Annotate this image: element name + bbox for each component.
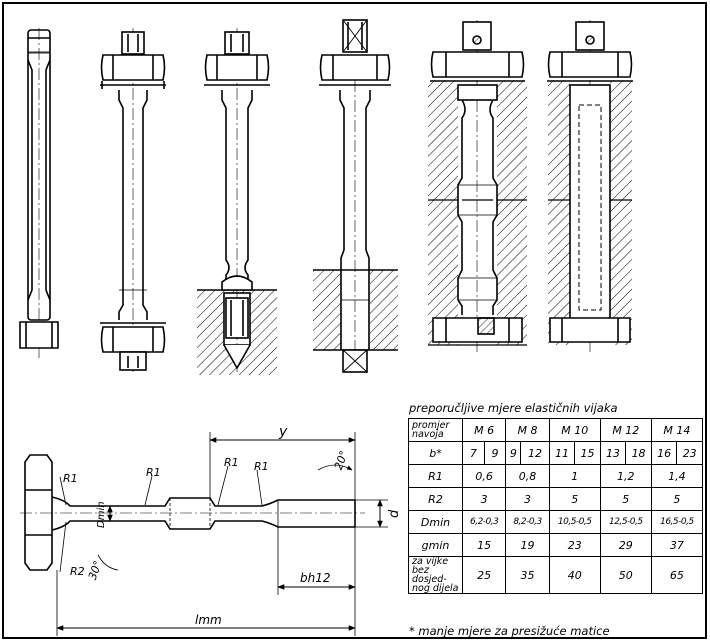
size-m10: M 10	[548, 418, 601, 442]
cell: 10,5-0,5	[548, 510, 601, 534]
row-header-r1: R1	[408, 464, 463, 488]
cell: 65	[650, 556, 704, 594]
cell: 5	[650, 487, 704, 511]
label-d: d	[387, 509, 402, 518]
cell: 7	[462, 441, 485, 465]
table-row: b* 7 9 9 12 11 15 13 18 16 23	[408, 441, 703, 465]
cell: 40	[548, 556, 601, 594]
label-r1-left: R1	[146, 466, 161, 479]
bolt-through-plate	[313, 19, 398, 373]
cell: 19	[505, 533, 550, 557]
table-row: R2 3 3 5 5 5	[408, 487, 704, 511]
cell: 23	[548, 533, 601, 557]
cell: 1,2	[599, 464, 652, 488]
size-m6: M 6	[461, 418, 507, 442]
cell: 37	[650, 533, 704, 557]
cell: 11	[548, 441, 576, 465]
cell: 6,2-0,3	[461, 510, 507, 534]
label-dmin: Dmin	[96, 501, 107, 528]
cell: 5	[599, 487, 652, 511]
table-title: preporučljive mjere elastičnih vijaka	[409, 401, 618, 415]
cell: 25	[461, 556, 507, 594]
cell: 12	[520, 441, 550, 465]
bolt-detail-drawing	[20, 432, 388, 636]
table-row: promjer navoja M 6 M 8 M 10 M 12 M 14	[408, 418, 704, 442]
row-header-gmin: gmin	[408, 533, 463, 557]
row-header-b: b*	[408, 441, 463, 465]
cell: 50	[599, 556, 652, 594]
size-m8: M 8	[505, 418, 550, 442]
dim-label-angle-top: 20°	[332, 449, 351, 472]
table-footnote: * manje mjere za presižuće matice	[409, 624, 610, 638]
row-header-thread: promjer navoja	[408, 418, 463, 442]
label-l: lmm	[195, 613, 222, 627]
label-r1-head: R1	[63, 472, 78, 485]
label-r1-right: R1	[254, 460, 269, 473]
table-row: gmin 15 19 23 29 37	[408, 533, 704, 557]
cell: 15	[461, 533, 507, 557]
cell: 0,6	[461, 464, 507, 488]
dimensions-table: promjer navoja M 6 M 8 M 10 M 12 M 14 b*…	[408, 418, 704, 594]
cell: 3	[461, 487, 507, 511]
cell: 13	[599, 441, 627, 465]
bolt-double-nut	[100, 28, 166, 372]
size-m14: M 14	[650, 418, 704, 442]
bolt-plain	[19, 28, 59, 358]
dim-label-y: y	[278, 424, 288, 440]
cell: 1	[548, 464, 601, 488]
cell: 29	[599, 533, 652, 557]
cell: 1,4	[650, 464, 704, 488]
label-r2: R2	[70, 565, 85, 578]
label-r1-mid: R1	[224, 456, 239, 469]
cell: 16	[650, 441, 678, 465]
size-m12: M 12	[599, 418, 652, 442]
cell: 16,5-0,5	[650, 510, 704, 534]
label-b: bh12	[300, 571, 331, 585]
cell: 9	[483, 441, 507, 465]
cell: 0,8	[505, 464, 550, 488]
cell: 15	[574, 441, 601, 465]
dim-label-angle-bottom: 30°	[86, 559, 105, 582]
cell: 9	[505, 441, 522, 465]
bolt-fitted-collars	[428, 20, 527, 355]
cell: 18	[625, 441, 652, 465]
cell: 12,5-0,5	[599, 510, 652, 534]
table-row: R1 0,6 0,8 1 1,2 1,4	[408, 464, 704, 488]
bolt-stud-tapped	[197, 28, 277, 375]
row-header-screw: za vijke bez dosjed-nog dijela	[408, 556, 463, 594]
cell: 3	[505, 487, 550, 511]
cell: 8,2-0,3	[505, 510, 550, 534]
row-header-r2: R2	[408, 487, 463, 511]
bolt-hidden-shank	[547, 20, 633, 355]
table-row: Dmin 6,2-0,3 8,2-0,3 10,5-0,5 12,5-0,5 1…	[408, 510, 704, 534]
cell: 23	[676, 441, 703, 465]
cell: 5	[548, 487, 601, 511]
cell: 35	[505, 556, 550, 594]
table-row: za vijke bez dosjed-nog dijela 25 35 40 …	[408, 556, 704, 594]
row-header-dmin: Dmin	[408, 510, 463, 534]
